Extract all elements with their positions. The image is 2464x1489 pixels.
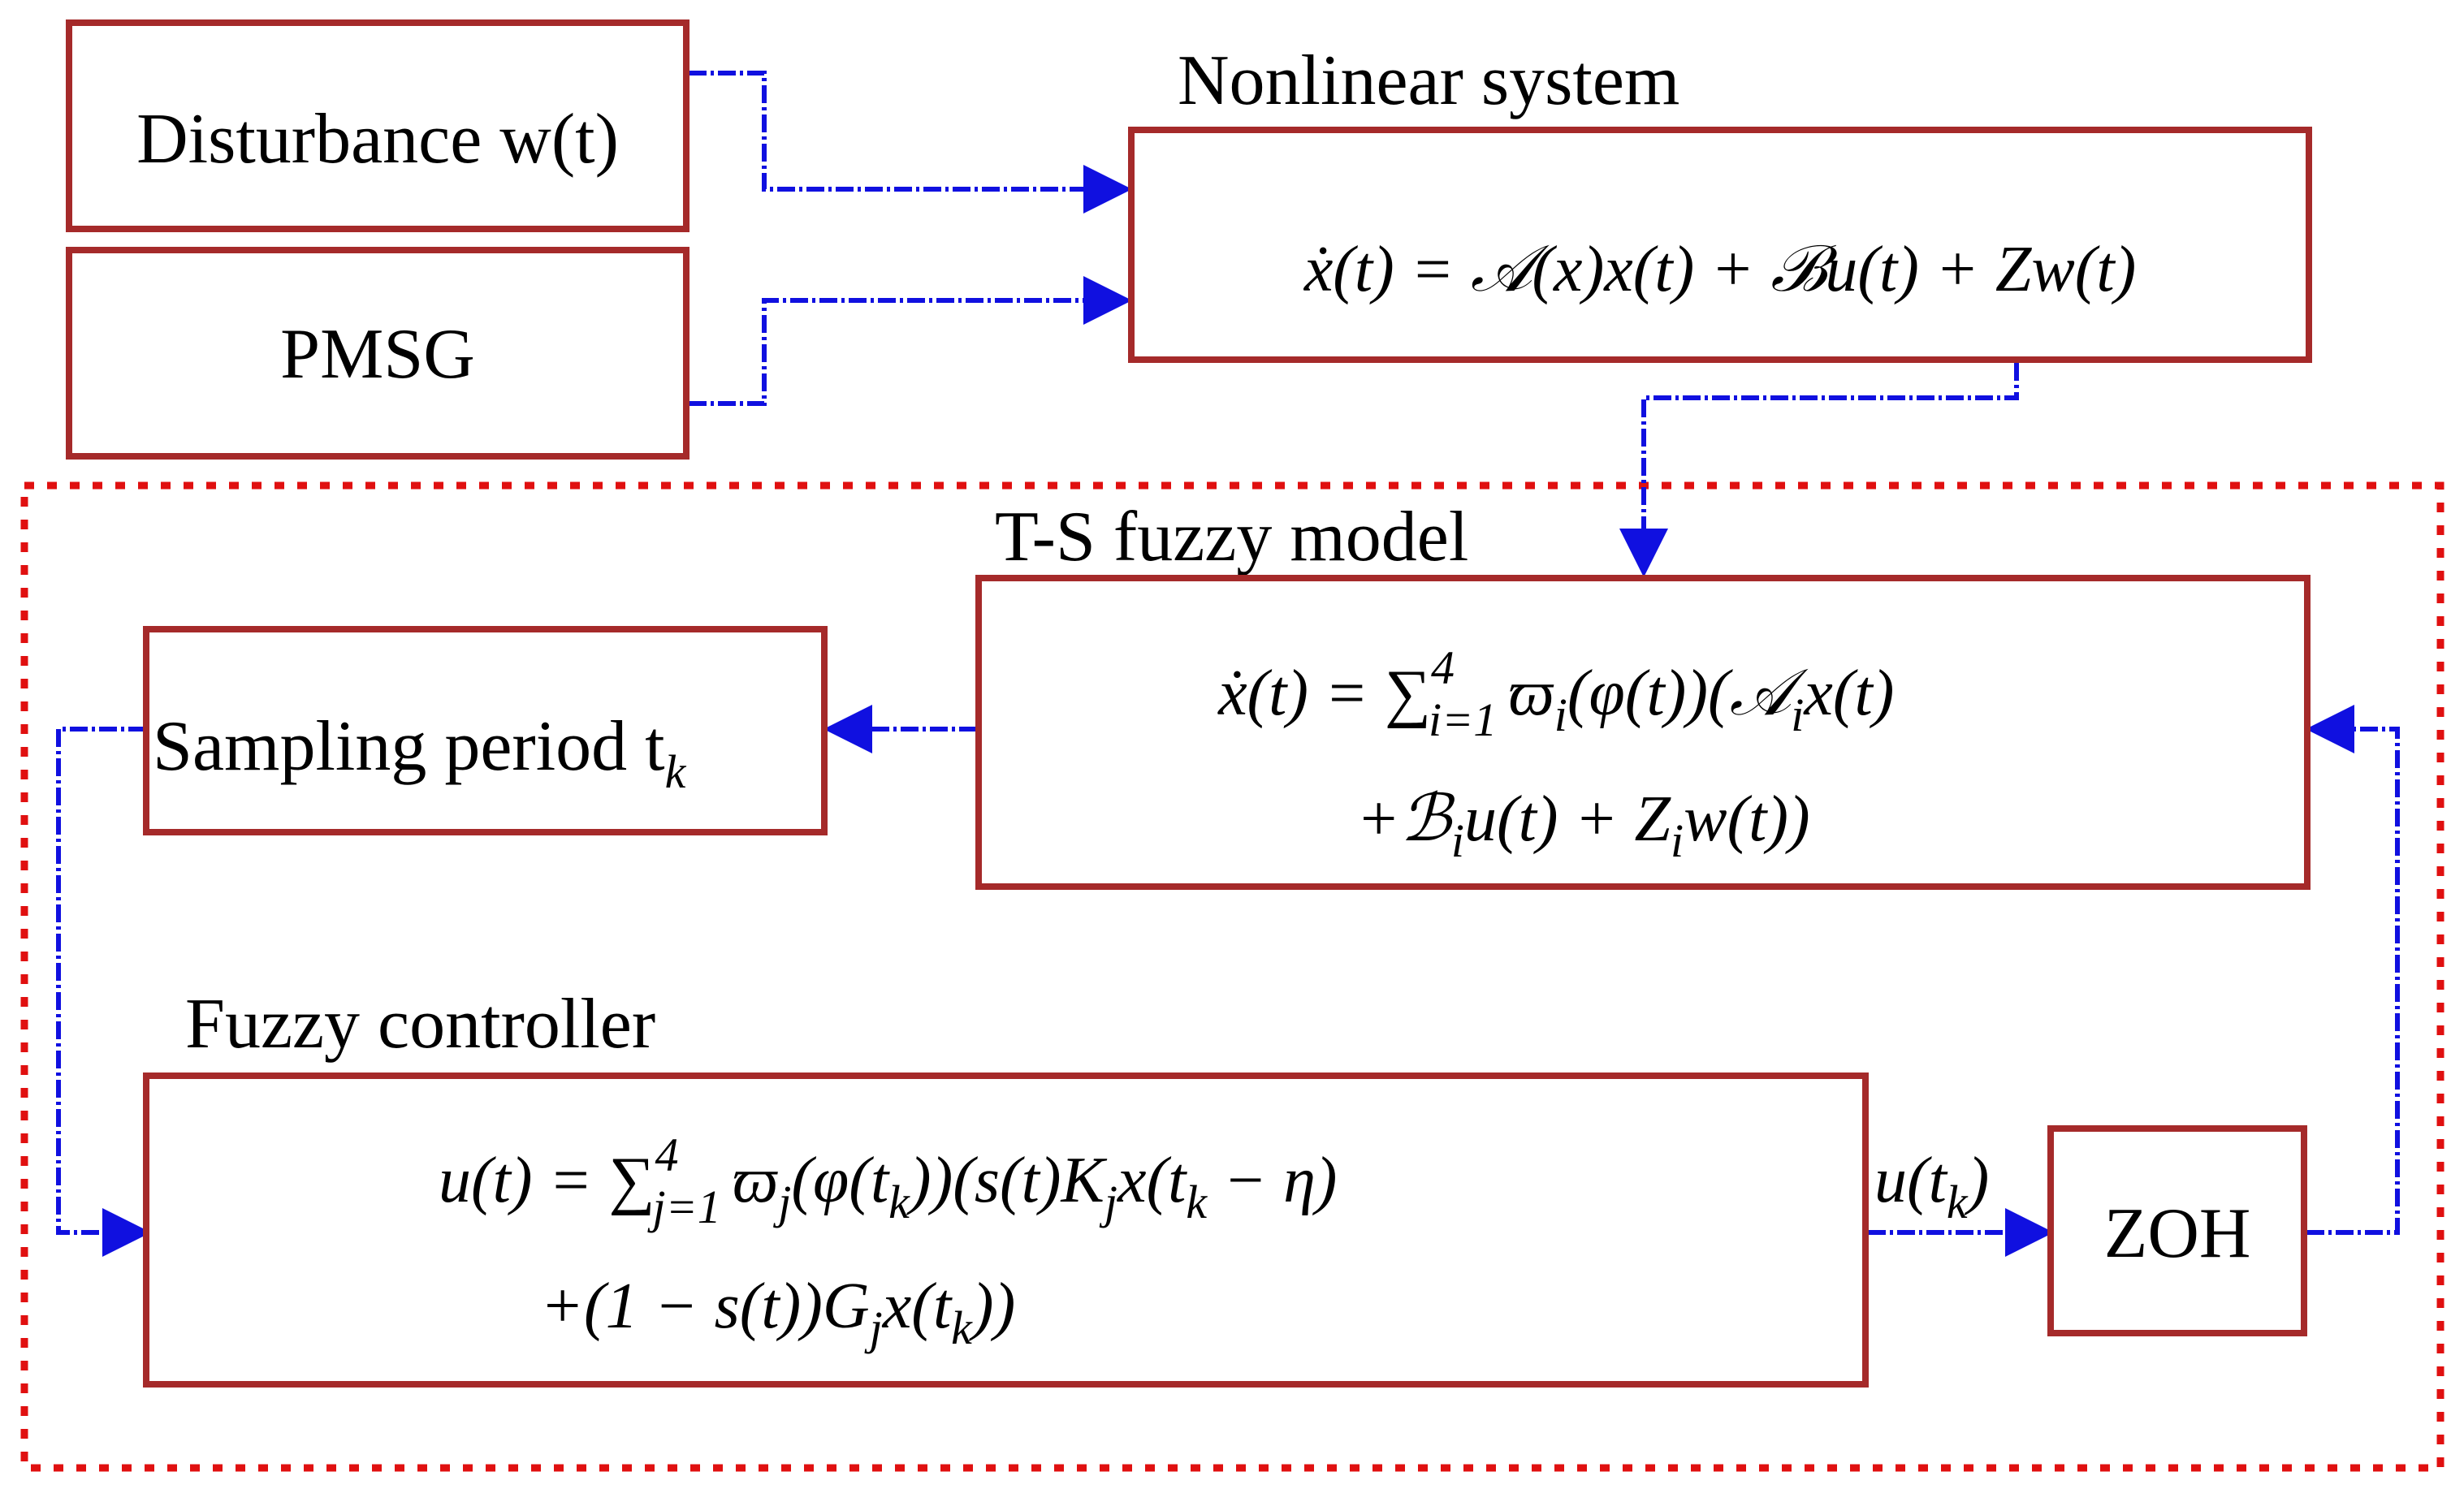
ts-model-sum-index: i=1 bbox=[1429, 693, 1497, 746]
controller-sum-upper: 4 bbox=[655, 1129, 679, 1181]
controller-sum-index: j=1 bbox=[647, 1180, 721, 1233]
wire-pmsg-to-nonlinear bbox=[689, 276, 1132, 406]
wire-disturbance-to-nonlinear bbox=[689, 71, 1132, 214]
pmsg-label: PMSG bbox=[280, 315, 475, 394]
closed-loop-boundary bbox=[20, 481, 2445, 1472]
ts-model-b-sub: i bbox=[1451, 814, 1464, 867]
pmsg-block: PMSG bbox=[66, 247, 689, 460]
fuzzy-controller-title: Fuzzy controller bbox=[185, 985, 655, 1064]
wire-sampling-to-controller bbox=[56, 727, 151, 1257]
wire-nonlinear-to-ts-model bbox=[1619, 363, 2019, 577]
sampling-period-text: Sampling period t bbox=[153, 707, 665, 786]
controller-phi-sub: k bbox=[888, 1176, 910, 1228]
disturbance-box bbox=[66, 19, 689, 232]
ts-model-equation-line-2: +ℬiu(t) + Ziw(t)) bbox=[1356, 783, 1810, 867]
ts-fuzzy-model-title: T-S fuzzy model bbox=[995, 498, 1468, 576]
nonlinear-system-equation: ẋ(t) = 𝒜(x)x(t) + ℬu(t) + Zw(t) bbox=[1303, 234, 2137, 305]
signal-wires bbox=[56, 71, 2400, 1257]
nonlinear-system-title: Nonlinear system bbox=[1178, 41, 1679, 120]
nonlinear-system-box bbox=[1128, 127, 2312, 363]
wire-zoh-to-ts-model bbox=[2306, 705, 2400, 1235]
zoh-label: ZOH bbox=[2104, 1194, 2251, 1273]
sampling-period-sub: k bbox=[665, 745, 687, 798]
zoh-block: ZOH bbox=[2047, 1125, 2307, 1336]
pmsg-box bbox=[66, 247, 689, 460]
ts-fuzzy-model-box bbox=[975, 575, 2311, 890]
zoh-box bbox=[2047, 1125, 2307, 1336]
fuzzy-controller-box bbox=[143, 1073, 1869, 1388]
disturbance-block: Disturbance w(t) bbox=[66, 19, 689, 232]
controller-x-sub: k bbox=[951, 1301, 973, 1354]
ts-model-weight-sub: i bbox=[1554, 688, 1567, 741]
control-input-sub: k bbox=[1947, 1176, 1969, 1228]
ts-model-z-sub: i bbox=[1671, 814, 1684, 867]
control-input-label: u(tk) bbox=[1874, 1145, 1989, 1228]
disturbance-label: Disturbance w(t) bbox=[136, 100, 619, 179]
sampling-period-block: Sampling period tk bbox=[143, 626, 828, 835]
sampling-period-box bbox=[143, 626, 828, 835]
ts-model-a-sub: i bbox=[1791, 688, 1804, 741]
controller-equation-line-2: +(1 − s(t))Gjx(tk)) bbox=[540, 1271, 1015, 1354]
ts-model-sum-upper: 4 bbox=[1431, 641, 1455, 694]
controller-tk-sub: k bbox=[1186, 1176, 1208, 1228]
nonlinear-system-block: Nonlinear system ẋ(t) = 𝒜(x)x(t) + ℬu(t)… bbox=[1128, 41, 2312, 363]
sampling-period-label: Sampling period tk bbox=[153, 707, 687, 798]
